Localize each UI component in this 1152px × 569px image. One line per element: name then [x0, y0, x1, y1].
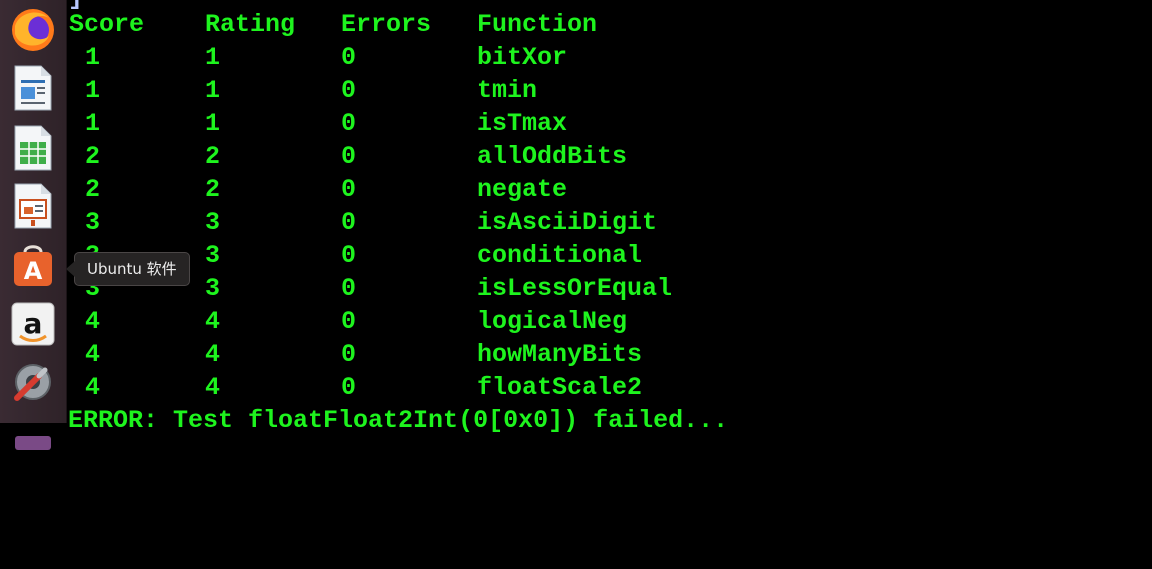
function-cell: logicalNeg	[477, 307, 628, 336]
rating-cell: 1	[205, 109, 221, 138]
terminal-partial-line: ]	[68, 0, 98, 14]
header-function: Function	[477, 10, 598, 39]
system-settings-icon	[14, 364, 51, 401]
table-row: 1 1 0 tmin	[68, 74, 1148, 107]
table-row: 4 4 0 logicalNeg	[68, 305, 1148, 338]
score-cell: 2	[85, 175, 101, 204]
function-cell: howManyBits	[477, 340, 643, 369]
libreoffice-writer-icon	[14, 65, 52, 111]
function-cell: negate	[477, 175, 568, 204]
function-cell: tmin	[477, 76, 538, 105]
dock-item-settings[interactable]	[8, 356, 58, 408]
libreoffice-impress-icon	[14, 183, 52, 229]
table-row: 3 3 0 conditional	[68, 239, 1148, 272]
error-message: ERROR: Test floatFloat2Int(0[0x0]) faile…	[68, 406, 729, 435]
header-errors: Errors	[341, 10, 432, 39]
rating-cell: 2	[205, 142, 221, 171]
errors-cell: 0	[341, 241, 357, 270]
rating-cell: 2	[205, 175, 221, 204]
errors-cell: 0	[341, 208, 357, 237]
function-cell: conditional	[477, 241, 643, 270]
dock-item-amazon[interactable]: a	[8, 298, 58, 350]
errors-cell: 0	[341, 307, 357, 336]
function-cell: isTmax	[477, 109, 568, 138]
dock-item-partial[interactable]	[8, 414, 58, 466]
function-cell: allOddBits	[477, 142, 628, 171]
score-cell: 4	[85, 340, 101, 369]
svg-text:A: A	[24, 257, 43, 285]
dock-item-impress[interactable]	[8, 180, 58, 232]
svg-text:a: a	[24, 307, 43, 340]
table-row: 3 3 0 isAsciiDigit	[68, 206, 1148, 239]
score-cell: 2	[85, 142, 101, 171]
errors-cell: 0	[341, 142, 357, 171]
score-cell: 1	[85, 43, 101, 72]
table-row: 1 1 0 bitXor	[68, 41, 1148, 74]
rating-cell: 4	[205, 373, 221, 402]
errors-cell: 0	[341, 76, 357, 105]
score-cell: 4	[85, 373, 101, 402]
dock-item-ubuntu-software[interactable]: A	[8, 240, 58, 292]
dock-tooltip: Ubuntu 软件	[66, 252, 190, 286]
table-row: 4 4 0 floatScale2	[68, 371, 1148, 404]
errors-cell: 0	[341, 175, 357, 204]
score-cell: 3	[85, 208, 101, 237]
errors-cell: 0	[341, 274, 357, 303]
rating-cell: 3	[205, 241, 221, 270]
table-row: 3 3 0 isLessOrEqual	[68, 272, 1148, 305]
app-icon	[15, 436, 51, 450]
firefox-icon	[12, 9, 54, 51]
table-row: 1 1 0 isTmax	[68, 107, 1148, 140]
rating-cell: 4	[205, 340, 221, 369]
amazon-icon: a	[11, 302, 55, 346]
dock-item-firefox[interactable]	[8, 4, 58, 56]
libreoffice-calc-icon	[14, 125, 52, 171]
score-cell: 1	[85, 76, 101, 105]
table-header: Score Rating Errors Function	[68, 8, 1148, 41]
score-cell: 1	[85, 109, 101, 138]
errors-cell: 0	[341, 43, 357, 72]
table-row: 4 4 0 howManyBits	[68, 338, 1148, 371]
function-cell: bitXor	[477, 43, 568, 72]
rating-cell: 3	[205, 274, 221, 303]
dock-item-writer[interactable]	[8, 62, 58, 114]
errors-cell: 0	[341, 373, 357, 402]
header-score: Score	[69, 10, 145, 39]
rating-cell: 4	[205, 307, 221, 336]
score-cell: 4	[85, 307, 101, 336]
ubuntu-software-icon: A	[14, 245, 52, 286]
rating-cell: 3	[205, 208, 221, 237]
header-rating: Rating	[205, 10, 296, 39]
function-cell: isLessOrEqual	[477, 274, 673, 303]
rating-cell: 1	[205, 43, 221, 72]
errors-cell: 0	[341, 109, 357, 138]
function-cell: isAsciiDigit	[477, 208, 658, 237]
function-cell: floatScale2	[477, 373, 643, 402]
table-row: 2 2 0 negate	[68, 173, 1148, 206]
errors-cell: 0	[341, 340, 357, 369]
table-row: 2 2 0 allOddBits	[68, 140, 1148, 173]
terminal-window[interactable]: ] Score Rating Errors Function 1 1 0 bit…	[67, 0, 1152, 435]
rating-cell: 1	[205, 76, 221, 105]
dock-item-calc[interactable]	[8, 122, 58, 174]
launcher-dock: A a	[0, 0, 67, 450]
